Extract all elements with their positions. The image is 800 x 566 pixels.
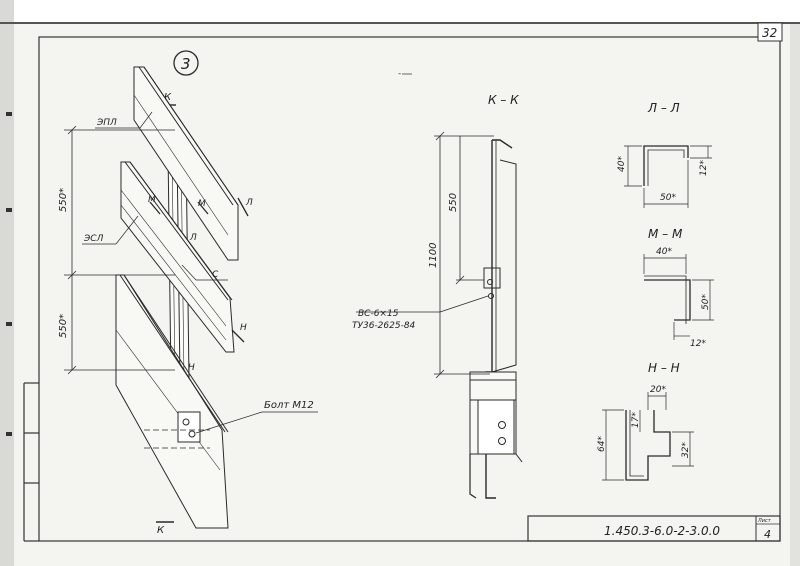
title-block: 1.450.3-6.0-2-3.0.0 Лист 4 [527, 515, 781, 542]
panel-lower [115, 274, 229, 529]
sheet-number: 4 [764, 528, 771, 541]
section-nn: Н – Н [602, 361, 694, 481]
drawing-frame [23, 36, 781, 542]
label-c: С [212, 270, 219, 280]
nn-dim-top: 20* [650, 385, 666, 395]
main-dim-upper: 550* [58, 188, 69, 212]
page-number: 32 [762, 26, 777, 40]
section-mark-n-right: Н [240, 323, 247, 333]
scan-edge-left [0, 0, 14, 566]
kk-dim-upper: 550 [448, 193, 459, 212]
section-nn-title: Н – Н [648, 361, 680, 375]
label-esl: ЭСЛ [83, 234, 104, 244]
scan-edge-right [790, 22, 800, 566]
section-mark-m-right: М [198, 199, 206, 209]
mm-dim-lip: 12* [690, 339, 706, 349]
panel-epl [133, 66, 239, 261]
section-mark-k-top: К [164, 92, 172, 103]
kk-callout-line2: ТУ36-2625-84 [352, 321, 416, 331]
view-marker-circle [173, 50, 199, 76]
label-bolt: Болт М12 [264, 400, 314, 411]
main-view: 3 К К [58, 50, 318, 536]
kk-dim-total: 1100 [428, 243, 439, 268]
mm-dim-width: 40* [656, 247, 672, 257]
section-mark-m-left: М [148, 195, 156, 205]
section-mm-title: М – М [648, 227, 683, 241]
nn-dim-lower: 32* [681, 442, 691, 458]
ll-dim-width: 50* [660, 193, 676, 203]
section-ll: Л – Л [624, 101, 712, 208]
section-mark-k-bottom: К [157, 525, 165, 536]
section-mm: М – М [643, 227, 714, 340]
section-mark-l-right: Л [245, 198, 253, 208]
main-dimensions [64, 125, 175, 375]
view-marker-number: 3 [181, 55, 191, 73]
section-kk-title: К – К [488, 93, 519, 107]
nn-dim-height: 64* [597, 436, 607, 452]
mm-dim-height: 50* [701, 294, 711, 310]
page-number-box: 32 [757, 22, 783, 42]
section-ll-title: Л – Л [647, 101, 680, 115]
section-mark-n-left: Н [188, 363, 195, 373]
sheet-label: Лист [757, 518, 772, 524]
center-mark: - [398, 69, 401, 79]
label-epl: ЭПЛ [96, 118, 117, 128]
section-mark-l-left: Л [189, 233, 197, 243]
panel-esl [120, 161, 235, 353]
drawing-code: 1.450.3-6.0-2-3.0.0 [604, 524, 720, 538]
main-dim-lower: 550* [58, 314, 69, 338]
section-kk: К – К [356, 93, 523, 499]
kk-callout-line1: ВС-6×15 [358, 309, 399, 319]
bolt-bracket [144, 411, 210, 449]
ll-dim-lip: 12* [699, 160, 709, 176]
nn-dim-step: 17* [631, 412, 641, 428]
ll-dim-height: 40* [617, 156, 627, 172]
